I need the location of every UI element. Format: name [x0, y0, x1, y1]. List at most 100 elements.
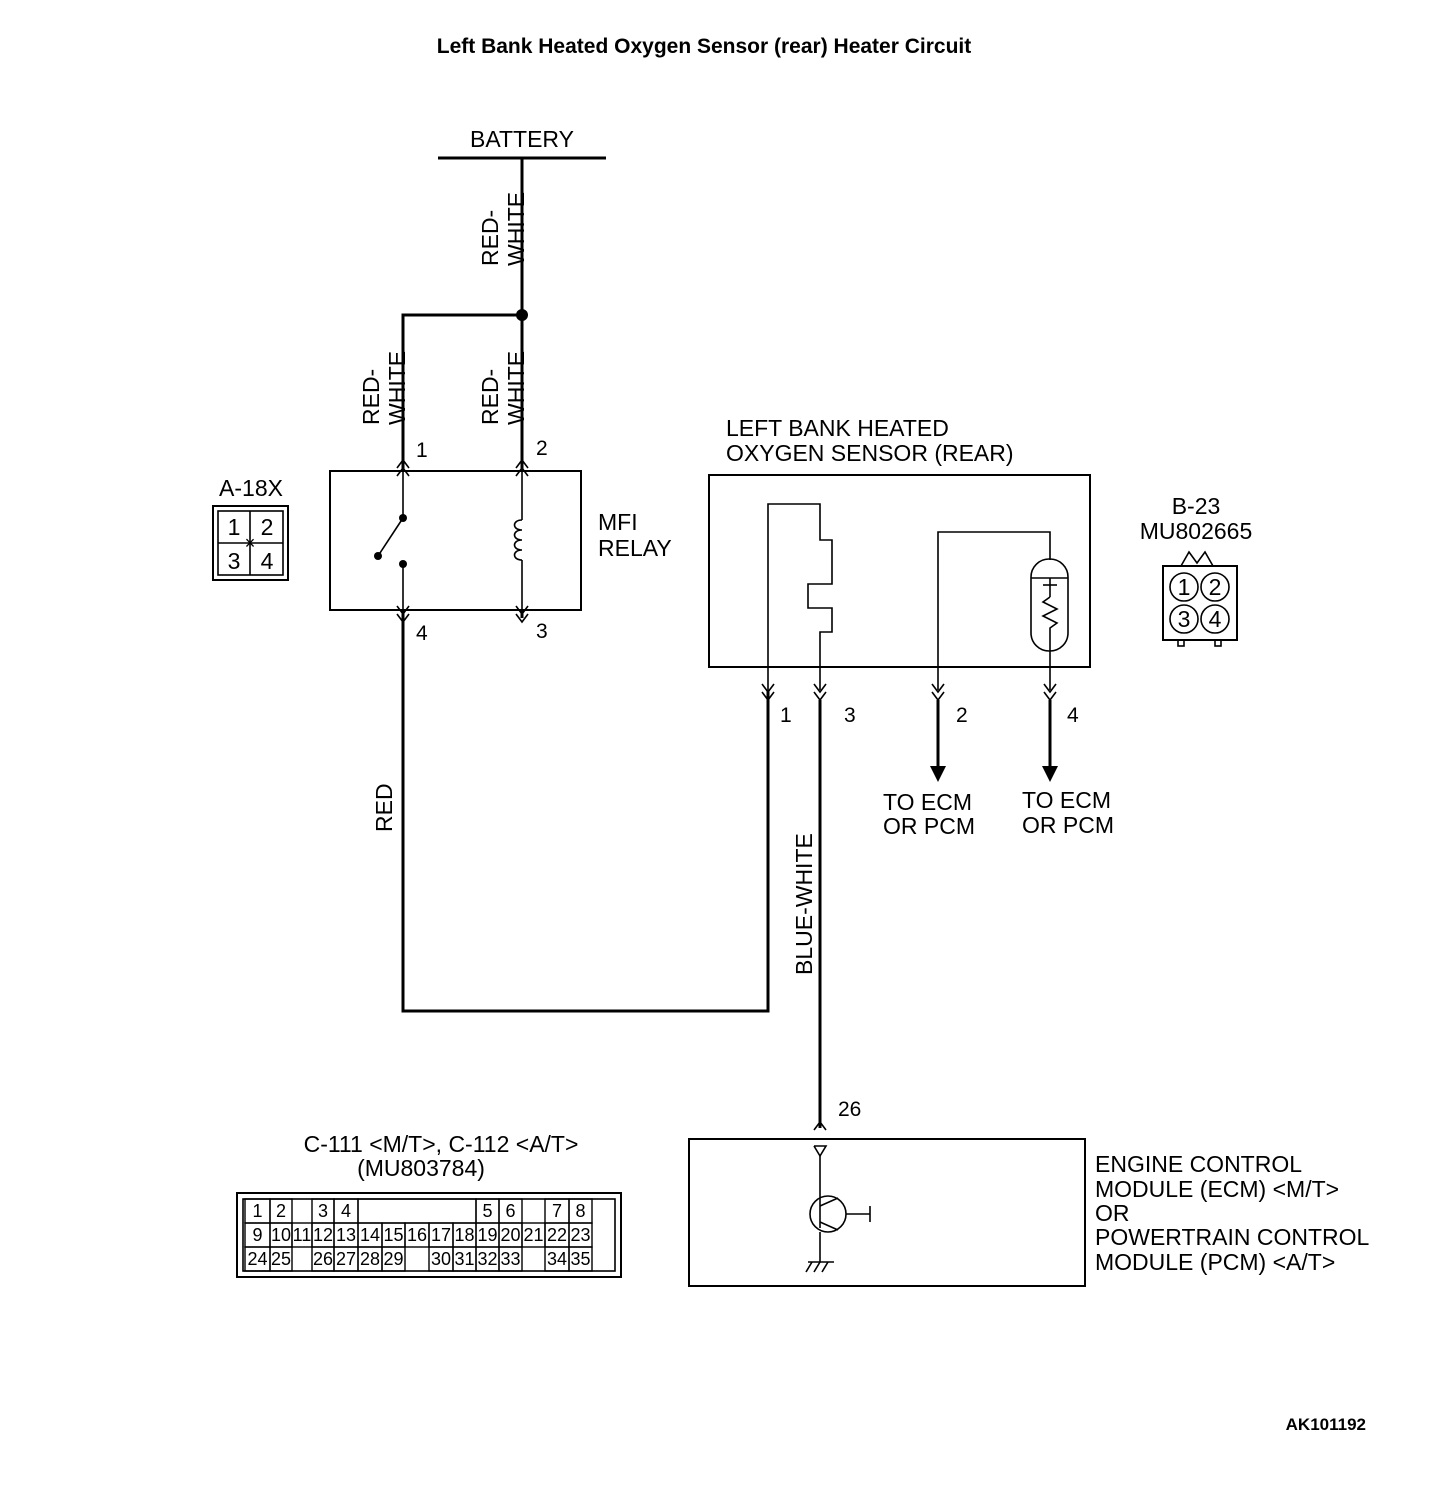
b23-pin-socket: [1200, 572, 1230, 602]
sensor-pin-4-label: 4: [1067, 704, 1079, 727]
a18x-cell-3: 3: [228, 548, 241, 574]
c111-pin-label: 2: [276, 1201, 286, 1221]
c111-pin-label: 25: [271, 1249, 291, 1269]
c111-pin-label: 26: [313, 1249, 333, 1269]
c111-pin-label: 1: [252, 1201, 262, 1221]
connector-pin-mark: [761, 691, 775, 702]
c111-pin-label: 35: [570, 1249, 590, 1269]
relay-name-line-2: RELAY: [598, 535, 672, 561]
transistor-collector: [819, 1197, 839, 1207]
ecm-box: [688, 1138, 1086, 1287]
c111-pin-label: 32: [477, 1249, 497, 1269]
to-ecm-b-line-1: TO ECM: [1022, 787, 1111, 813]
sensor-name-line-2: OXYGEN SENSOR (REAR): [726, 440, 1014, 466]
wire-color-line-1: RED-: [477, 369, 503, 425]
b23-label: B-23: [1172, 493, 1221, 519]
battery-feed-wire-color: RED- WHITE: [477, 192, 529, 266]
c111-cell-border: [381, 1246, 406, 1272]
mfi-relay-box: [329, 470, 582, 611]
ecm-name-line-3: OR: [1095, 1200, 1130, 1226]
c111-pin-label: 29: [383, 1249, 403, 1269]
ecm-name-line-2: MODULE (ECM) <M/T>: [1095, 1176, 1339, 1202]
oxygen-sensor-box: [708, 474, 1091, 668]
c111-pin-label: 27: [336, 1249, 356, 1269]
c111-pin-label: 18: [454, 1225, 474, 1245]
to-ecm-b-line-2: OR PCM: [1022, 812, 1114, 838]
wire-color-line-2: WHITE: [384, 351, 410, 425]
c111-pin-label: 30: [431, 1249, 451, 1269]
connector-pin-mark: [813, 1120, 827, 1131]
blue-white-wire-color: BLUE-WHITE: [791, 833, 817, 975]
b23-pin-socket: [1169, 604, 1199, 634]
sensor-pin-2-label: 2: [956, 704, 968, 727]
wire-color-line-2: WHITE: [503, 192, 529, 266]
sensing-resistor: [1041, 596, 1059, 650]
red-wire-color: RED: [371, 783, 397, 832]
b23-cell-1: 1: [1178, 574, 1191, 600]
relay-pin1-wire: [401, 313, 522, 470]
input-marker-icon: [813, 1145, 828, 1158]
c111-pin-label: 16: [407, 1225, 427, 1245]
figure-code: AK101192: [1286, 1415, 1366, 1434]
c111-pin-label: 23: [570, 1225, 590, 1245]
b23-part-number: MU802665: [1140, 518, 1253, 544]
ecm-name-line-1: ENGINE CONTROL: [1095, 1151, 1302, 1177]
a18x-label: A-18X: [219, 475, 283, 501]
c111-pin-label: 3: [318, 1201, 328, 1221]
heater-element: [767, 503, 833, 690]
a18x-cell-4: 4: [261, 548, 274, 574]
c111-pin-label: 6: [505, 1201, 515, 1221]
c111-cell-border: [498, 1246, 523, 1272]
c111-pin-label: 24: [247, 1249, 267, 1269]
connector-pin-mark: [515, 458, 529, 469]
c111-housing: [236, 1192, 622, 1278]
connector-pin-mark: [396, 466, 410, 477]
c111-pin-label: 28: [360, 1249, 380, 1269]
relay-pin-1-label: 1: [416, 439, 428, 462]
transistor-icon: [809, 1195, 847, 1233]
relay-pin2-wire-color: RED- WHITE: [477, 351, 529, 425]
c111-pin-label: 15: [383, 1225, 403, 1245]
a18x-cell-1: 1: [228, 514, 241, 540]
to-ecm-a-line-2: OR PCM: [883, 813, 975, 839]
wire-color-line-2: WHITE: [503, 351, 529, 425]
c111-pin-label: 12: [313, 1225, 333, 1245]
ecm-pin-26-label: 26: [838, 1098, 861, 1121]
to-ecm-a-line-1: TO ECM: [883, 789, 972, 815]
connector-pin-mark: [761, 683, 775, 694]
transistor-emitter: [819, 1221, 839, 1231]
sensor-pin-1-label: 1: [780, 704, 792, 727]
wire-color-line: BLUE-WHITE: [791, 833, 817, 975]
c111-pin-label: 21: [523, 1225, 543, 1245]
b23-foot: [1177, 639, 1185, 647]
diagram-title: Left Bank Heated Oxygen Sensor (rear) He…: [437, 35, 972, 58]
battery-label: BATTERY: [470, 126, 574, 152]
c111-pin-label: 14: [360, 1225, 380, 1245]
c111-pin-label: 4: [341, 1201, 351, 1221]
a18x-center-mark: ×: [245, 533, 256, 553]
relay-coil: [513, 519, 523, 561]
relay-pin-3-label: 3: [536, 620, 548, 643]
c111-pin-label: 5: [482, 1201, 492, 1221]
c111-pin-label: 22: [547, 1225, 567, 1245]
connector-pin-mark: [813, 683, 827, 694]
c111-pin-label: 19: [477, 1225, 497, 1245]
a18x-cell-2: 2: [261, 514, 274, 540]
c111-pin-label: 34: [547, 1249, 567, 1269]
b23-pin-socket: [1169, 572, 1199, 602]
b23-pin-socket: [1200, 604, 1230, 634]
b23-housing: [1162, 565, 1238, 641]
connector-pin-mark: [931, 683, 945, 694]
wire-color-line-1: RED-: [477, 210, 503, 266]
switch-pivot: [374, 552, 382, 560]
c111-pin-label: 31: [454, 1249, 474, 1269]
c111-blank-block: [357, 1198, 477, 1224]
ground-hatch: [813, 1261, 821, 1273]
arrow-down-icon: [930, 766, 946, 782]
relay-pin1-wire-color: RED- WHITE: [358, 351, 410, 425]
ecm-name-line-4: POWERTRAIN CONTROL: [1095, 1224, 1370, 1250]
c111-pin-label: 10: [271, 1225, 291, 1245]
arrow-down-icon: [1042, 766, 1058, 782]
ecm-name-line-5: MODULE (PCM) <A/T>: [1095, 1249, 1335, 1275]
